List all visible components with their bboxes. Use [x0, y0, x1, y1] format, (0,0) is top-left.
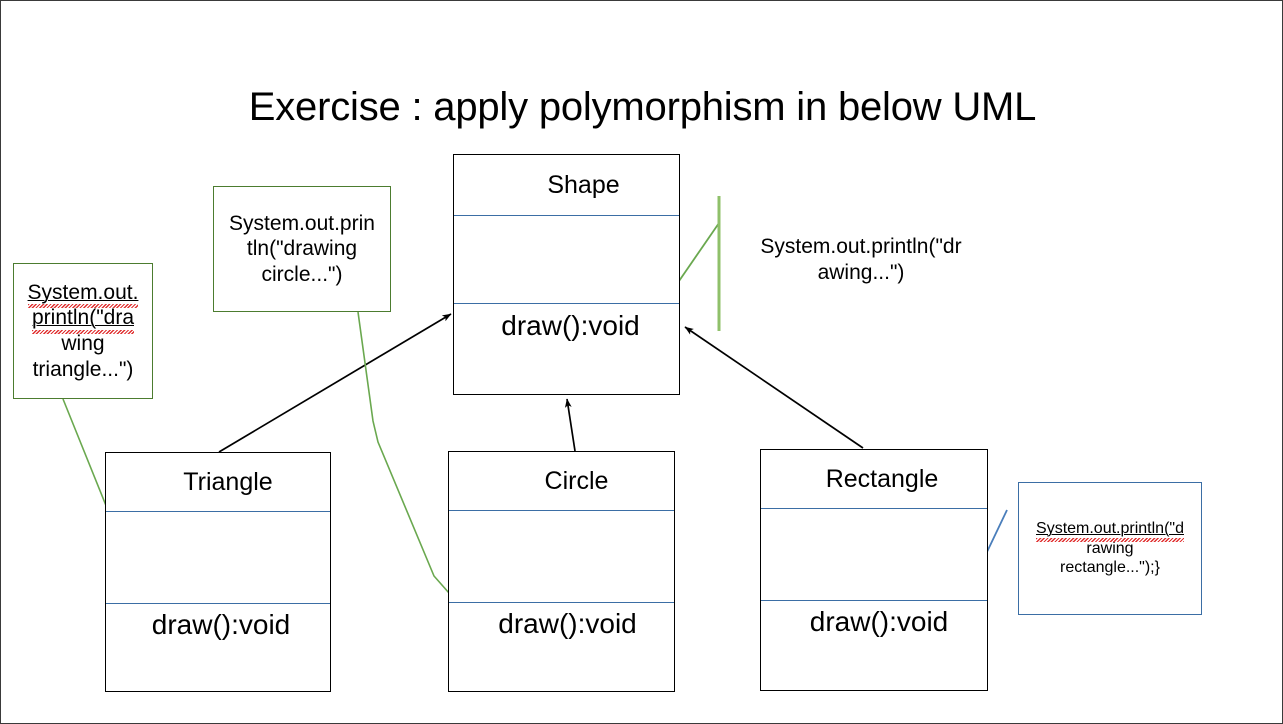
uml-class-circle-divider-2: [449, 602, 674, 603]
uml-class-shape-divider-2: [454, 303, 679, 304]
note-circle-line-3: circle..."): [261, 262, 343, 286]
uml-class-rectangle-divider-2: [761, 600, 987, 601]
note-shape-line-1: System.out.println("dr: [760, 235, 962, 259]
note-triangle-line-1-text: System.out.: [27, 280, 139, 308]
uml-class-circle-divider-1: [449, 510, 674, 511]
uml-class-circle-name: Circle: [544, 466, 609, 495]
uml-class-triangle-name-row: Triangle: [106, 453, 330, 511]
uml-class-rectangle[interactable]: Rectangle draw():void: [760, 449, 988, 691]
uml-class-triangle-method: draw():void: [151, 609, 291, 640]
uml-class-rectangle-name-row: Rectangle: [761, 450, 987, 508]
uml-class-triangle-divider-2: [106, 603, 330, 604]
uml-class-shape-divider-1: [454, 215, 679, 216]
connector-circle-to-shape: [564, 398, 576, 452]
uml-class-shape-method-row: draw():void: [454, 310, 679, 370]
note-triangle-line-2-text: println("dra: [32, 306, 134, 334]
uml-class-rectangle-method: draw():void: [809, 606, 949, 637]
uml-class-triangle-method-row: draw():void: [106, 609, 330, 669]
uml-class-triangle-name: Triangle: [183, 467, 273, 496]
note-rectangle-line-2: rawing: [1086, 539, 1134, 557]
uml-class-rectangle-method-row: draw():void: [761, 606, 987, 666]
connector-triangle-to-shape: [218, 313, 452, 453]
note-shape-line-2: awing..."): [817, 261, 905, 284]
note-triangle-line-4: triangle..."): [32, 357, 134, 381]
note-triangle[interactable]: System.out. println("dra wing triangle..…: [13, 263, 153, 399]
uml-class-shape-method: draw():void: [501, 310, 640, 341]
uml-class-shape-name-row: Shape: [454, 155, 679, 215]
note-rectangle-line-1: System.out.println("d: [1019, 519, 1201, 542]
note-rectangle[interactable]: System.out.println("d rawing rectangle..…: [1018, 482, 1202, 615]
uml-class-circle-method: draw():void: [498, 608, 637, 639]
note-shape[interactable]: System.out.println("dr awing..."): [741, 229, 981, 291]
page-title: Exercise : apply polymorphism in below U…: [248, 85, 1037, 129]
uml-class-rectangle-name: Rectangle: [825, 464, 939, 493]
note-circle[interactable]: System.out.prin tln("drawing circle..."): [213, 186, 391, 312]
note-triangle-line-3: wing: [61, 332, 105, 355]
uml-class-shape[interactable]: Shape draw():void: [453, 154, 680, 395]
note-rectangle-line-1-text: System.out.println("d: [1036, 520, 1184, 542]
note-triangle-line-1: System.out.: [14, 280, 152, 308]
note-circle-line-1: System.out.prin: [229, 211, 375, 235]
uml-class-circle[interactable]: Circle draw():void: [448, 451, 675, 692]
note-circle-line-2: tln("drawing: [246, 237, 358, 261]
connector-rectangle-to-shape: [684, 326, 864, 449]
uml-class-shape-name: Shape: [547, 170, 620, 199]
note-triangle-line-2: println("dra: [14, 305, 152, 334]
uml-class-circle-method-row: draw():void: [449, 608, 674, 668]
uml-class-circle-name-row: Circle: [449, 452, 674, 510]
uml-class-triangle[interactable]: Triangle draw():void: [105, 452, 331, 692]
uml-class-rectangle-divider-1: [761, 508, 987, 509]
uml-class-triangle-divider-1: [106, 511, 330, 512]
note-rectangle-line-3: rectangle...");}: [1060, 559, 1160, 577]
